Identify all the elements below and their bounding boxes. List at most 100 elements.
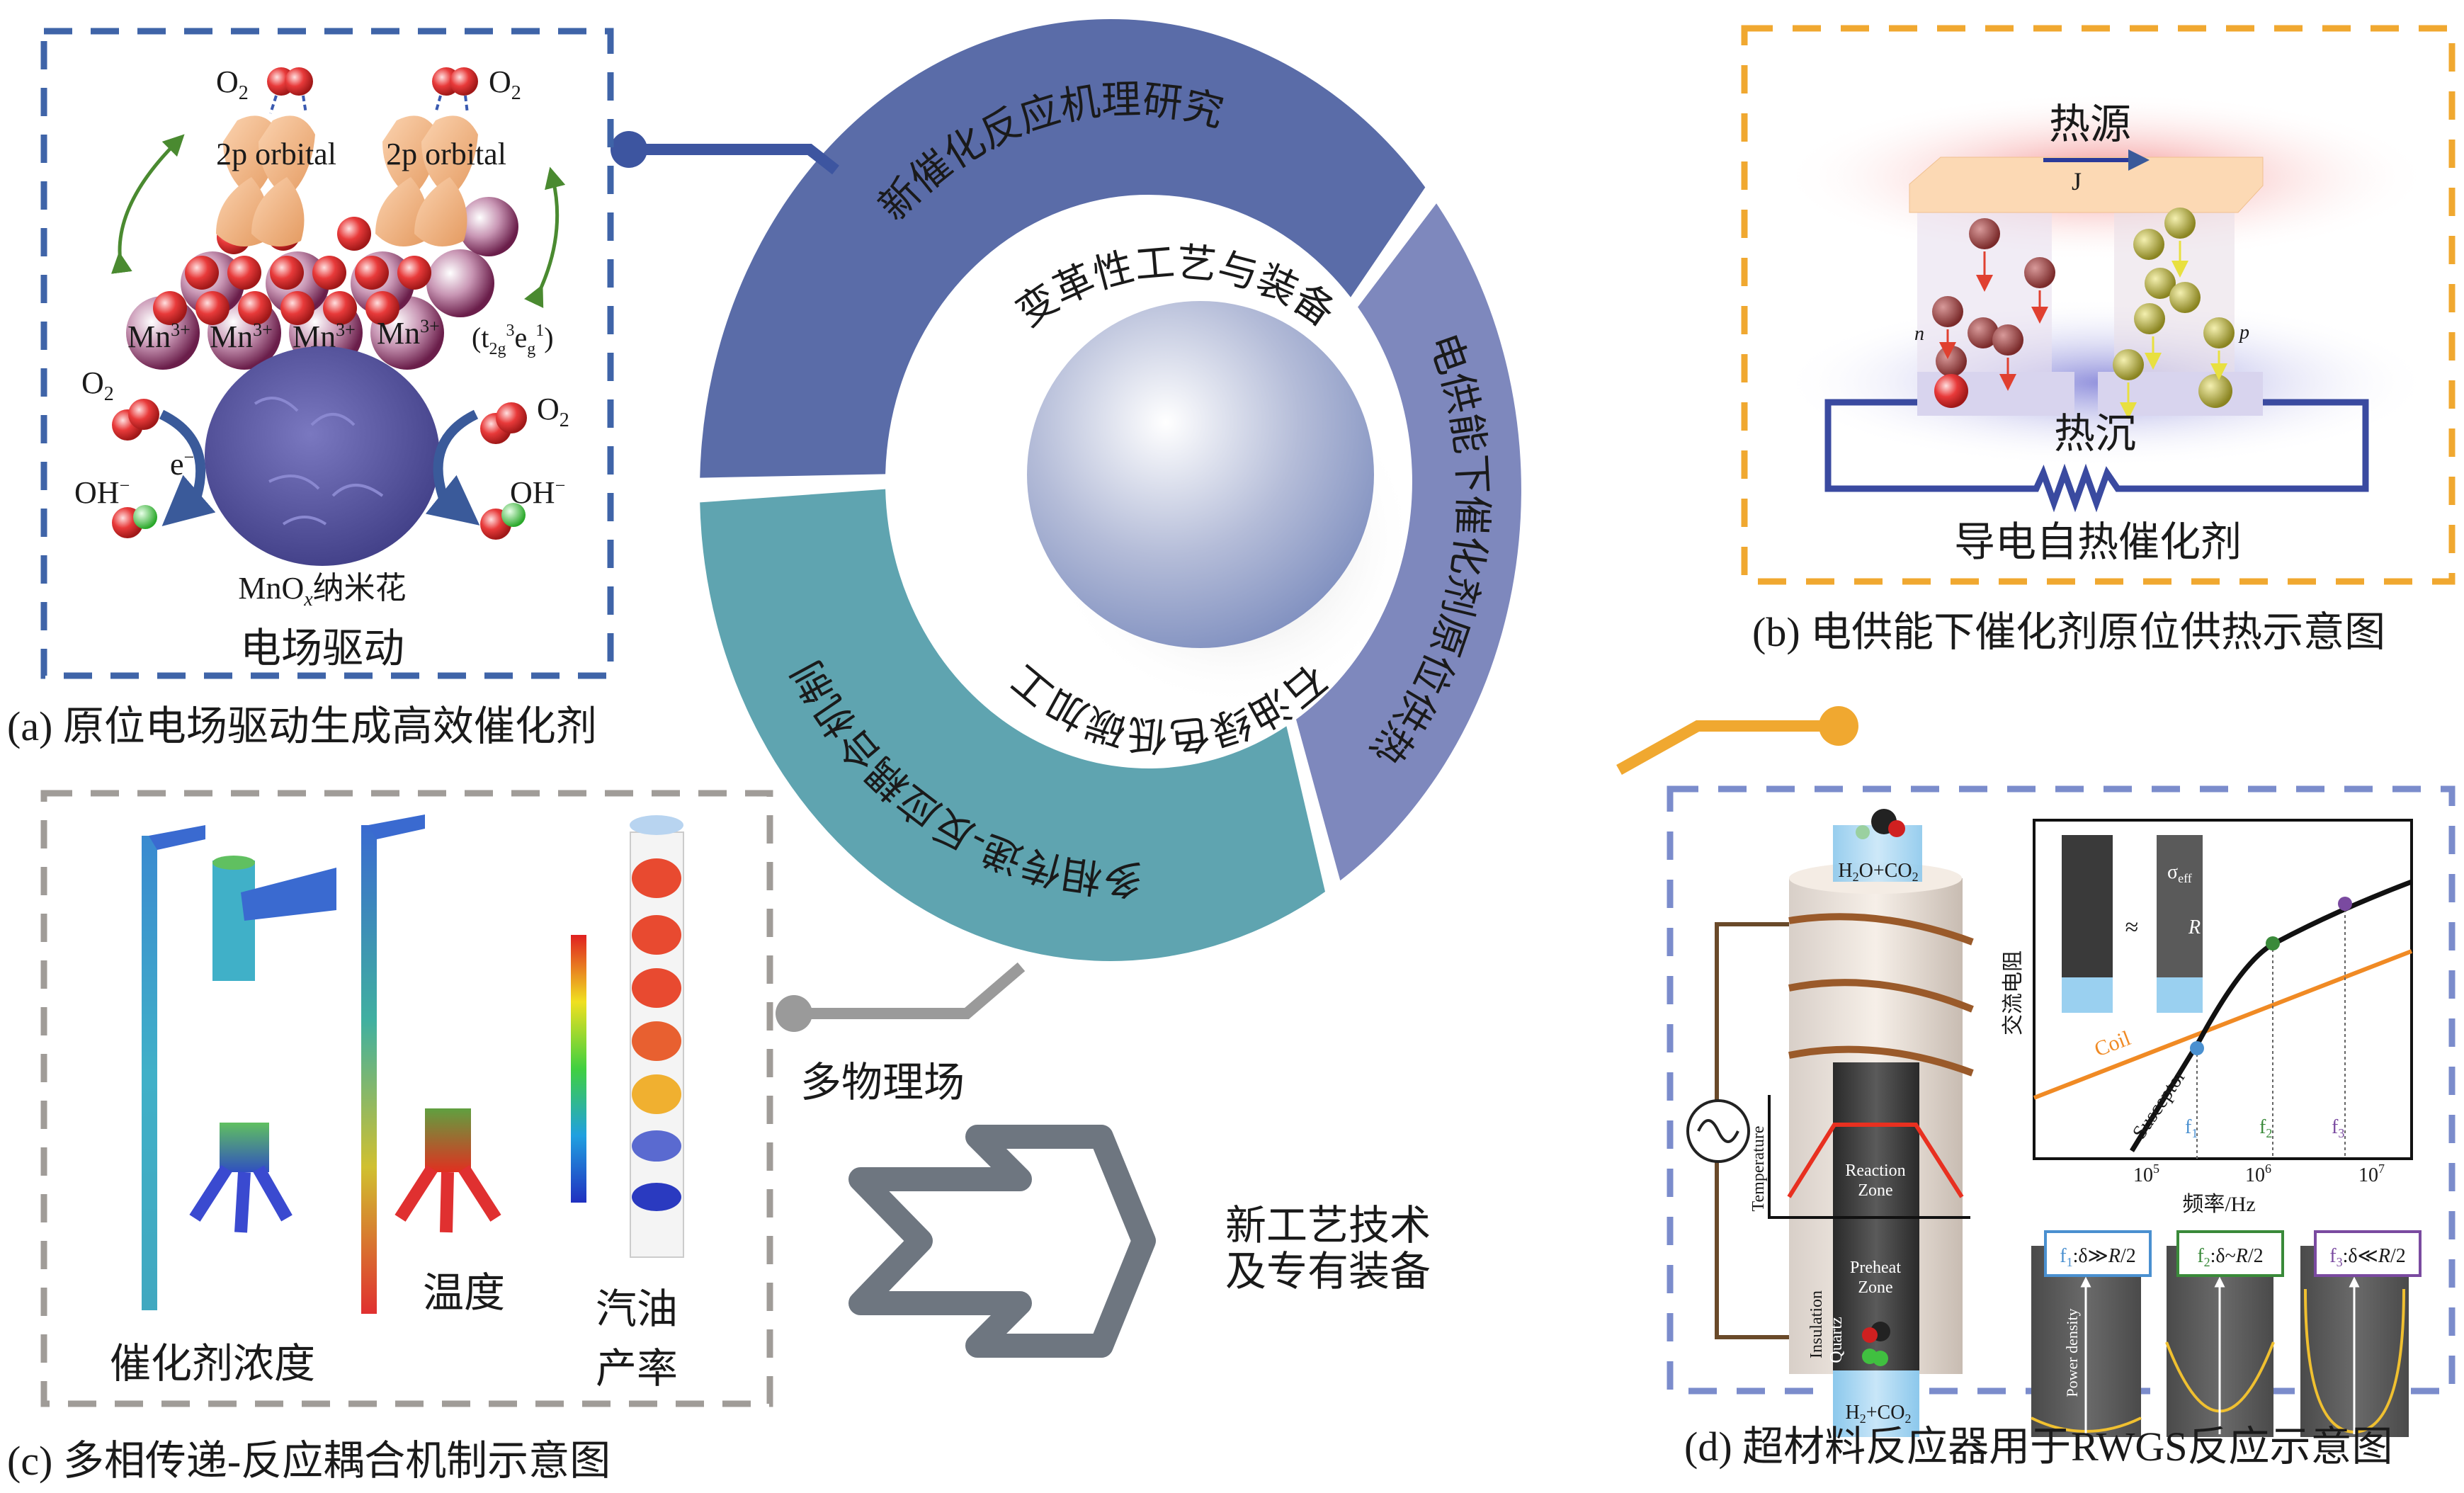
temperature-profile xyxy=(1787,1123,1964,1198)
holes xyxy=(2113,208,2235,419)
connector-b xyxy=(1616,706,1858,775)
external-circuit xyxy=(1824,399,2369,513)
panel-a: O2 O2 2p orbital 2p orbital Mn3+ Mn3+ Mn… xyxy=(40,28,614,679)
exchange-arrow-icon xyxy=(524,166,566,308)
approx-symbol: ≈ xyxy=(2125,914,2139,941)
y-axis-label: 交流电阻 xyxy=(2002,950,2025,1035)
colorbar xyxy=(571,935,586,1203)
catalyst-concentration-riser xyxy=(142,836,157,1310)
f2-point xyxy=(2266,936,2280,950)
nanoflower-label: MnOx纳米花 xyxy=(238,571,406,611)
power-density-label: Power density xyxy=(2063,1308,2081,1397)
regime-badge-f3 xyxy=(2314,1230,2422,1277)
gasoline-label: 汽油 xyxy=(596,1286,678,1332)
svg-text:Mn3+: Mn3+ xyxy=(377,316,440,351)
regime-badge-f1 xyxy=(2044,1230,2152,1277)
preheat-zone-label: Preheat xyxy=(1850,1259,1901,1277)
f3-point xyxy=(2338,897,2352,911)
connector-dot xyxy=(611,131,647,168)
ring-segment-multiphase-coupling xyxy=(700,489,1325,961)
connector-a xyxy=(611,131,839,175)
panel-a-border xyxy=(40,28,614,679)
oh-label: OH− xyxy=(510,475,565,510)
o2-label: O2 xyxy=(489,64,521,104)
panel-c-border xyxy=(40,790,773,1407)
current-label: J xyxy=(2072,167,2082,195)
panel-d: Temperature Reaction Zone Preheat Zone I… xyxy=(1667,785,2456,1437)
panel-c: 催化剂浓度 温度 汽油 产率 xyxy=(40,790,773,1407)
oh-molecule xyxy=(480,503,526,540)
coil-line xyxy=(2033,949,2413,1100)
coil-turns xyxy=(1788,913,1974,1077)
panel-d-caption: (d) 超材料反应器用于RWGS反应示意图 xyxy=(1684,1424,2393,1470)
orbital-label: 2p orbital xyxy=(386,137,506,171)
preheat-zone-label-2: Zone xyxy=(1858,1278,1892,1297)
svg-text:Mn3+: Mn3+ xyxy=(210,319,273,354)
insulation-label: Insulation xyxy=(1807,1290,1826,1358)
catalyst-concentration-label: 催化剂浓度 xyxy=(110,1341,315,1387)
reduction-arrow-icon xyxy=(425,409,480,526)
f2-label: f2 xyxy=(2259,1116,2272,1140)
reduction-arrow-icon xyxy=(159,409,216,526)
regime-label-f1: f1:δ≫R/2 xyxy=(2060,1245,2136,1269)
f1-point xyxy=(2190,1041,2204,1055)
riser-nozzle-zoom xyxy=(220,1123,269,1172)
panel-b: J 热源 n p 热沉 导电自热催化剂 xyxy=(1741,25,2456,585)
x-tick-label: 105 xyxy=(2133,1162,2159,1186)
inlet-tube xyxy=(1833,1370,1919,1437)
panel-d-border xyxy=(1667,785,2456,1395)
orbital-label: 2p orbital xyxy=(216,137,336,171)
ring-segment-electric-heating xyxy=(1296,203,1521,881)
connector-dot xyxy=(776,995,812,1032)
n-type-label: n xyxy=(1914,323,1924,345)
multiphysics-label: 多物理场 xyxy=(800,1060,965,1106)
reaction-zone-label: Reaction xyxy=(1845,1162,1905,1180)
regime-badge-f2 xyxy=(2176,1230,2284,1277)
orbital-lobes xyxy=(216,115,478,246)
inlet-label: H2+CO2 xyxy=(1846,1402,1912,1426)
temperature-axis xyxy=(1768,1095,1970,1219)
mnox-nanoflower xyxy=(205,346,440,566)
f1-label: f1 xyxy=(2185,1116,2198,1140)
outcome-arrow-icon xyxy=(848,1125,1156,1358)
electrons xyxy=(1932,218,2055,408)
reaction-zone-label-2: Zone xyxy=(1858,1181,1892,1200)
outlet-tube xyxy=(1833,825,1922,882)
temperature-axis-label: Temperature xyxy=(1749,1126,1768,1212)
panel-c-caption: (c) 多相传递-反应耦合机制示意图 xyxy=(7,1438,611,1484)
panel-a-title: 电场驱动 xyxy=(240,625,404,671)
o2-molecule xyxy=(480,402,527,444)
p-type-label: p xyxy=(2238,322,2249,344)
quartz-label: Quartz xyxy=(1827,1317,1846,1363)
radius-label: R xyxy=(2188,916,2201,938)
outcome-line-2: 及专有装备 xyxy=(1225,1249,1431,1295)
heat-sink-label: 热沉 xyxy=(2054,411,2136,457)
o2-molecule xyxy=(112,399,159,441)
temperature-nozzle-zoom xyxy=(425,1108,471,1172)
o2-molecule xyxy=(267,67,313,96)
heat-source-plate xyxy=(1909,157,2264,213)
oh-molecule xyxy=(112,505,157,538)
exchange-arrow-icon xyxy=(110,134,185,274)
x-tick-label: 106 xyxy=(2245,1162,2271,1186)
outlet-label: H2O+CO2 xyxy=(1838,860,1918,884)
o2-label: O2 xyxy=(537,392,569,431)
x-tick-label: 107 xyxy=(2358,1162,2385,1186)
regime-panels: Power density f1:δ≫R/2 f2:δ~R/2 f3:δ≪R/2 xyxy=(2031,1230,2422,1437)
panel-b-caption: (b) 电供能下催化剂原位供热示意图 xyxy=(1752,609,2385,655)
electron-config: (t2g3eg1) xyxy=(472,322,554,358)
temperature-riser xyxy=(361,825,377,1314)
electron-label: e− xyxy=(170,447,194,482)
riser-top-zoom xyxy=(212,861,255,981)
panel-b-title: 导电自热催化剂 xyxy=(1954,519,2242,565)
panel-b-border xyxy=(1741,25,2456,585)
svg-text:Mn3+: Mn3+ xyxy=(127,319,191,354)
o2-label: O2 xyxy=(81,365,114,405)
oh-label: OH− xyxy=(74,475,130,510)
ring-segment-catalysis-mechanism xyxy=(700,18,1426,478)
center-sphere xyxy=(1027,301,1374,648)
regime-label-f2: f2:δ~R/2 xyxy=(2197,1245,2263,1269)
yield-slices xyxy=(632,858,681,1211)
panel-a-caption: (a) 原位电场驱动生成高效催化剂 xyxy=(7,703,597,749)
o2-label: O2 xyxy=(216,64,249,104)
